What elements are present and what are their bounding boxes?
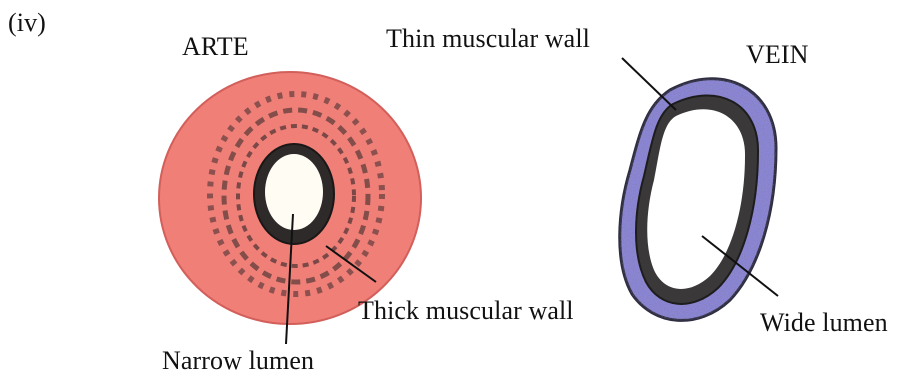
thick-muscular-wall-label: Thick muscular wall xyxy=(358,298,574,324)
thin-muscular-wall-label: Thin muscular wall xyxy=(386,26,590,52)
vein-title: VEIN xyxy=(746,42,809,68)
figure-part-label: (iv) xyxy=(8,10,46,36)
vein-cross-section xyxy=(610,60,790,340)
artery-lumen xyxy=(265,154,323,230)
wide-lumen-label: Wide lumen xyxy=(760,310,888,336)
artery-title: ARTE xyxy=(182,34,249,60)
thin-wall-leader-line xyxy=(622,58,676,110)
narrow-lumen-label: Narrow lumen xyxy=(162,348,314,374)
